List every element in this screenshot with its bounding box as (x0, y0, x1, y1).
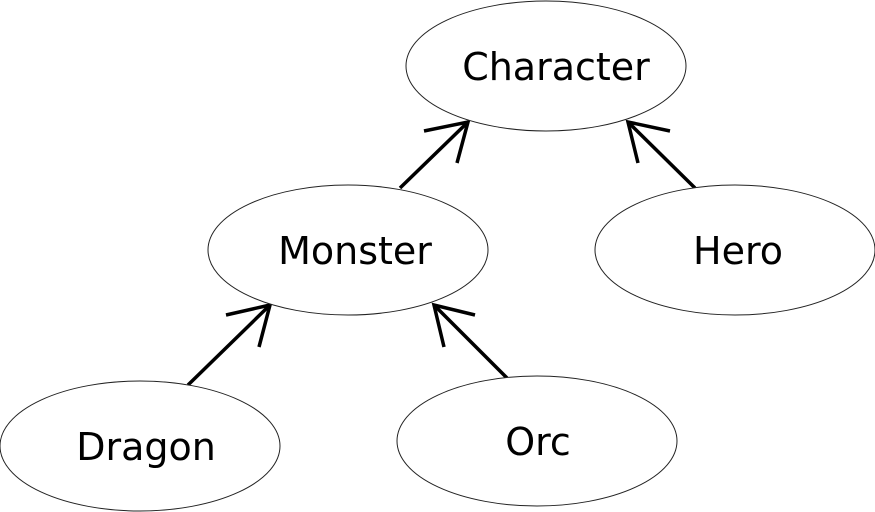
edge-line (398, 120, 470, 190)
node-ellipse (594, 184, 875, 316)
node-ellipse (405, 0, 687, 132)
node-label-monster: Monster (278, 229, 432, 273)
node-ellipse (207, 184, 489, 316)
edge-hero-to-character (625, 119, 697, 190)
arrowhead-icon (225, 302, 273, 348)
node-label-dragon: Dragon (76, 425, 216, 469)
edge-dragon-to-monster (186, 302, 273, 387)
node-label-hero: Hero (693, 229, 783, 273)
node-dragon: Dragon (0, 380, 281, 512)
node-ellipse (396, 375, 678, 507)
edge-line (626, 120, 697, 190)
node-hero: Hero (594, 184, 875, 316)
arrowhead-icon (423, 119, 471, 164)
edge-line (186, 303, 272, 387)
node-label-orc: Orc (505, 420, 571, 464)
arrowhead-icon (625, 119, 671, 164)
edge-line (432, 303, 509, 380)
node-label-character: Character (462, 45, 650, 89)
arrowhead-icon (431, 302, 476, 348)
node-monster: Monster (207, 184, 489, 316)
node-ellipse (0, 380, 281, 512)
node-orc: Orc (396, 375, 678, 507)
edge-monster-to-character (398, 119, 471, 190)
node-character: Character (405, 0, 687, 132)
edge-orc-to-monster (431, 302, 509, 380)
